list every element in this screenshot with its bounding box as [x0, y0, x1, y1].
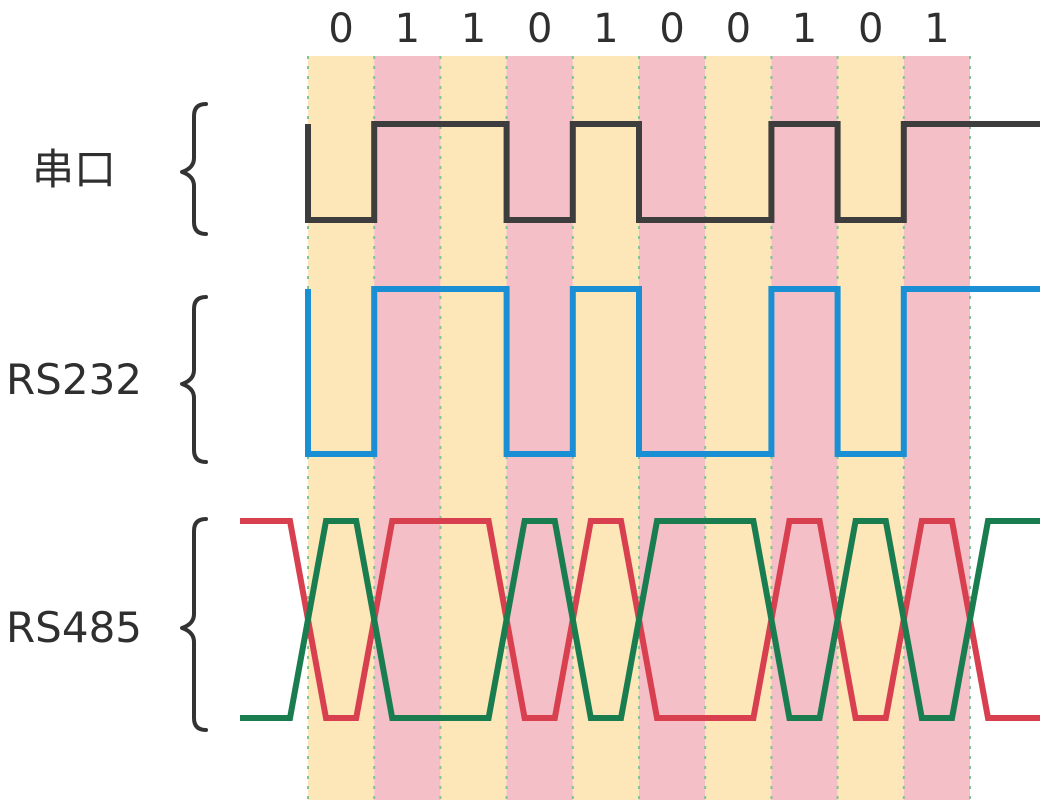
row-label-serial: 串口	[32, 145, 116, 194]
bit-label: 0	[328, 6, 353, 52]
row-label-rs485: RS485	[6, 603, 142, 652]
row-rs232: RS232	[6, 295, 208, 464]
row-serial: 串口	[32, 102, 208, 236]
bit-label: 0	[659, 6, 684, 52]
bit-label: 0	[858, 6, 883, 52]
bit-label: 1	[395, 6, 420, 52]
waveforms	[240, 121, 1040, 721]
bit-label: 0	[726, 6, 751, 52]
rs485-b-waveform	[240, 518, 1040, 721]
row-label-rs232: RS232	[6, 355, 142, 404]
bit-bands	[308, 56, 970, 800]
serial-waveform	[305, 121, 1040, 223]
row-rs485: RS485	[6, 517, 208, 732]
bit-label: 0	[527, 6, 552, 52]
bit-label: 1	[792, 6, 817, 52]
brace-serial	[180, 102, 208, 236]
brace-rs232	[180, 295, 208, 464]
rs232-waveform	[305, 286, 1040, 457]
brace-rs485	[180, 517, 208, 732]
bit-label: 1	[461, 6, 486, 52]
bit-label: 1	[593, 6, 618, 52]
bit-label: 1	[924, 6, 949, 52]
